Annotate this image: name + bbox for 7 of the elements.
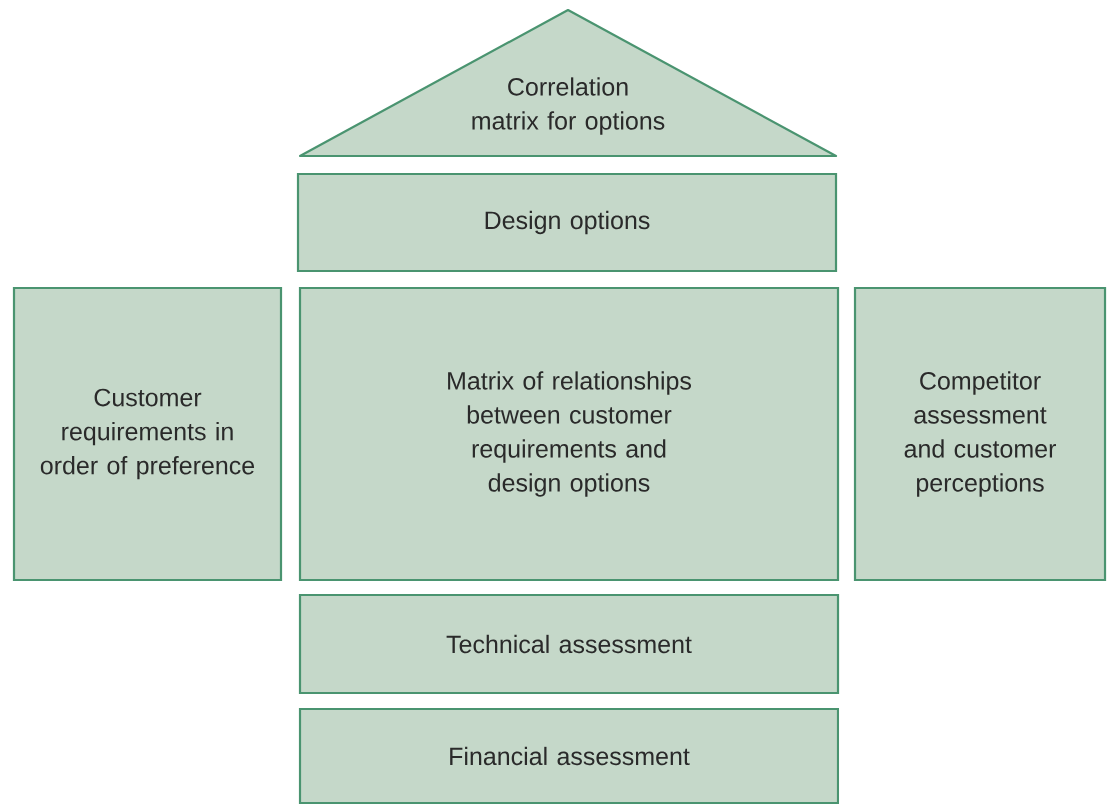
triangle-roof: Correlation matrix for options bbox=[298, 8, 838, 158]
design-box: Design options bbox=[296, 172, 838, 273]
matrix-box: Matrix of relationships between customer requirements and design options bbox=[298, 286, 840, 582]
side-box: Competitor assessment and customer perceptions bbox=[853, 286, 1107, 582]
assessment-box: Technical assessment bbox=[298, 593, 840, 695]
assessment-box: Financial assessment bbox=[298, 707, 840, 805]
side-box: Customer requirements in order of preference bbox=[12, 286, 283, 582]
